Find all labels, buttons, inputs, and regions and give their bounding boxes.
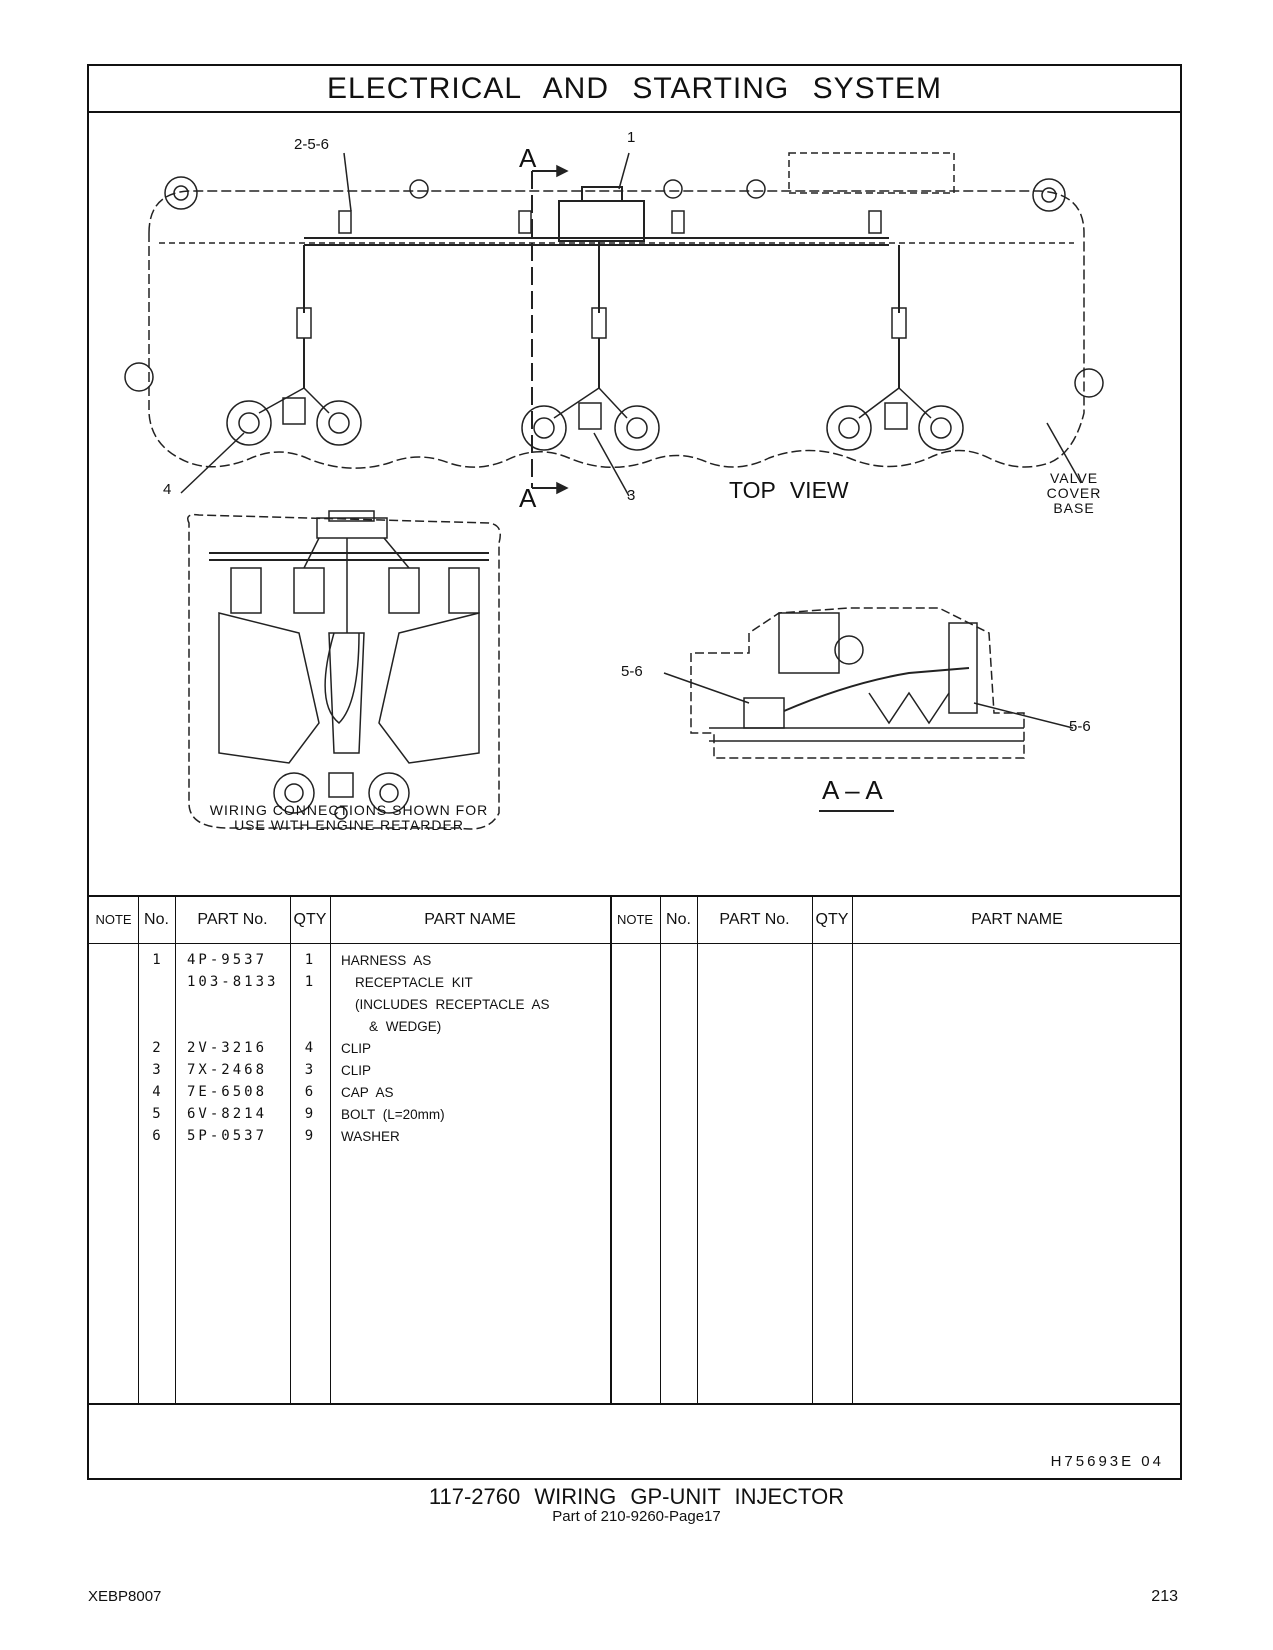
- injector-group-1: [226, 387, 362, 446]
- parts-table: NOTE No. PART No. QTY PART NAME NOTE No.…: [89, 897, 1180, 1403]
- row-part-no: 5P-0537: [187, 1128, 268, 1144]
- row-item-no: 4: [152, 1084, 161, 1100]
- callout-5-6-right: 5-6: [1069, 718, 1091, 735]
- harness-main-line: [304, 237, 889, 246]
- section-a-a-label: A – A: [822, 775, 883, 805]
- row-qty: 9: [304, 1128, 314, 1144]
- header-qty-right: QTY: [815, 911, 849, 928]
- document-id: XEBP8007: [88, 1588, 162, 1605]
- row-part-name: CLIP: [341, 1041, 372, 1056]
- retarder-detail-view: [187, 513, 501, 830]
- row-item-no: 2: [152, 1040, 161, 1056]
- row-part-name: CLIP: [341, 1063, 372, 1078]
- wiring-note: WIRING CONNECTIONS SHOWN FOR USE WITH EN…: [209, 802, 489, 833]
- row-qty: [294, 1015, 324, 1038]
- header-note: NOTE: [95, 912, 132, 927]
- part-of-reference: Part of 210-9260-Page17: [552, 1508, 721, 1525]
- callout-2-5-6: 2-5-6: [294, 136, 330, 153]
- page-number: 213: [1151, 1588, 1178, 1605]
- injector-group-2: [521, 387, 660, 451]
- row-part-name: CAP AS: [341, 1085, 394, 1100]
- row-item-no: 3: [152, 1062, 161, 1078]
- row-qty: 3: [304, 1062, 314, 1078]
- footer-box: H75693E 04: [89, 1403, 1180, 1480]
- header-part-name: PART NAME: [424, 911, 516, 928]
- row-item-no: [144, 971, 169, 994]
- callout-5-6-left: 5-6: [621, 663, 643, 680]
- row-qty: 1: [304, 952, 314, 968]
- row-part-no: 103-8133: [187, 974, 279, 990]
- row-part-no: 7E-6508: [187, 1084, 268, 1100]
- header-no: No.: [144, 911, 169, 928]
- row-item-no: 5: [152, 1106, 161, 1122]
- row-part-no: [187, 993, 290, 1016]
- header-note-right: NOTE: [616, 912, 654, 927]
- row-part-no: [187, 1015, 290, 1038]
- drawing-id: H75693E 04: [1050, 1453, 1164, 1470]
- row-part-no: 6V-8214: [187, 1106, 268, 1122]
- row-part-name: & WEDGE): [369, 1019, 442, 1034]
- row-part-name: WASHER: [341, 1129, 400, 1144]
- header-part-no: PART No.: [197, 911, 268, 928]
- row-qty: 1: [304, 974, 314, 990]
- section-marker-bottom: A: [519, 483, 537, 513]
- row-item-no: [144, 1015, 169, 1038]
- row-item-no: 1: [152, 952, 161, 968]
- callout-4: 4: [163, 481, 172, 498]
- injector-group-3: [826, 387, 964, 451]
- row-part-no: 2V-3216: [187, 1040, 268, 1056]
- row-part-name: (INCLUDES RECEPTACLE AS: [355, 997, 550, 1012]
- retarder-detail-parts: [209, 510, 489, 820]
- header-part-no-right: PART No.: [719, 911, 790, 928]
- valve-cover-base-label: VALVE COVER BASE: [1046, 470, 1102, 516]
- page-frame: ELECTRICAL AND STARTING SYSTEM: [87, 64, 1182, 1480]
- callout-1: 1: [627, 129, 636, 146]
- group-title: 117-2760 WIRING GP-UNIT INJECTOR: [428, 1484, 845, 1509]
- top-view-label: TOP VIEW: [729, 477, 849, 503]
- section-a-a-view: [690, 607, 1025, 759]
- valve-cover-outline: [148, 190, 1085, 469]
- diagram-illustration: [124, 152, 1104, 830]
- callout-3: 3: [627, 487, 636, 504]
- row-qty: 4: [304, 1040, 314, 1056]
- row-qty: [294, 993, 324, 1016]
- section-marker-top: A: [519, 143, 537, 173]
- row-part-no: 7X-2468: [187, 1062, 268, 1078]
- row-part-name: BOLT (L=20mm): [341, 1107, 445, 1122]
- row-qty: 9: [304, 1106, 314, 1122]
- page-title: ELECTRICAL AND STARTING SYSTEM: [89, 66, 1180, 113]
- row-part-name: RECEPTACLE KIT: [355, 975, 473, 990]
- header-part-name-right: PART NAME: [971, 911, 1063, 928]
- header-no-right: No.: [666, 911, 691, 928]
- header-qty: QTY: [293, 911, 327, 928]
- row-item-no: [144, 993, 169, 1016]
- row-part-no: 4P-9537: [187, 952, 268, 968]
- row-part-name: HARNESS AS: [341, 953, 432, 968]
- row-qty: 6: [304, 1084, 314, 1100]
- row-item-no: 6: [152, 1128, 161, 1144]
- wiring-diagram: 2-5-6 1 A 4 A 3 TOP VIEW VALVE COVER BAS…: [89, 113, 1180, 897]
